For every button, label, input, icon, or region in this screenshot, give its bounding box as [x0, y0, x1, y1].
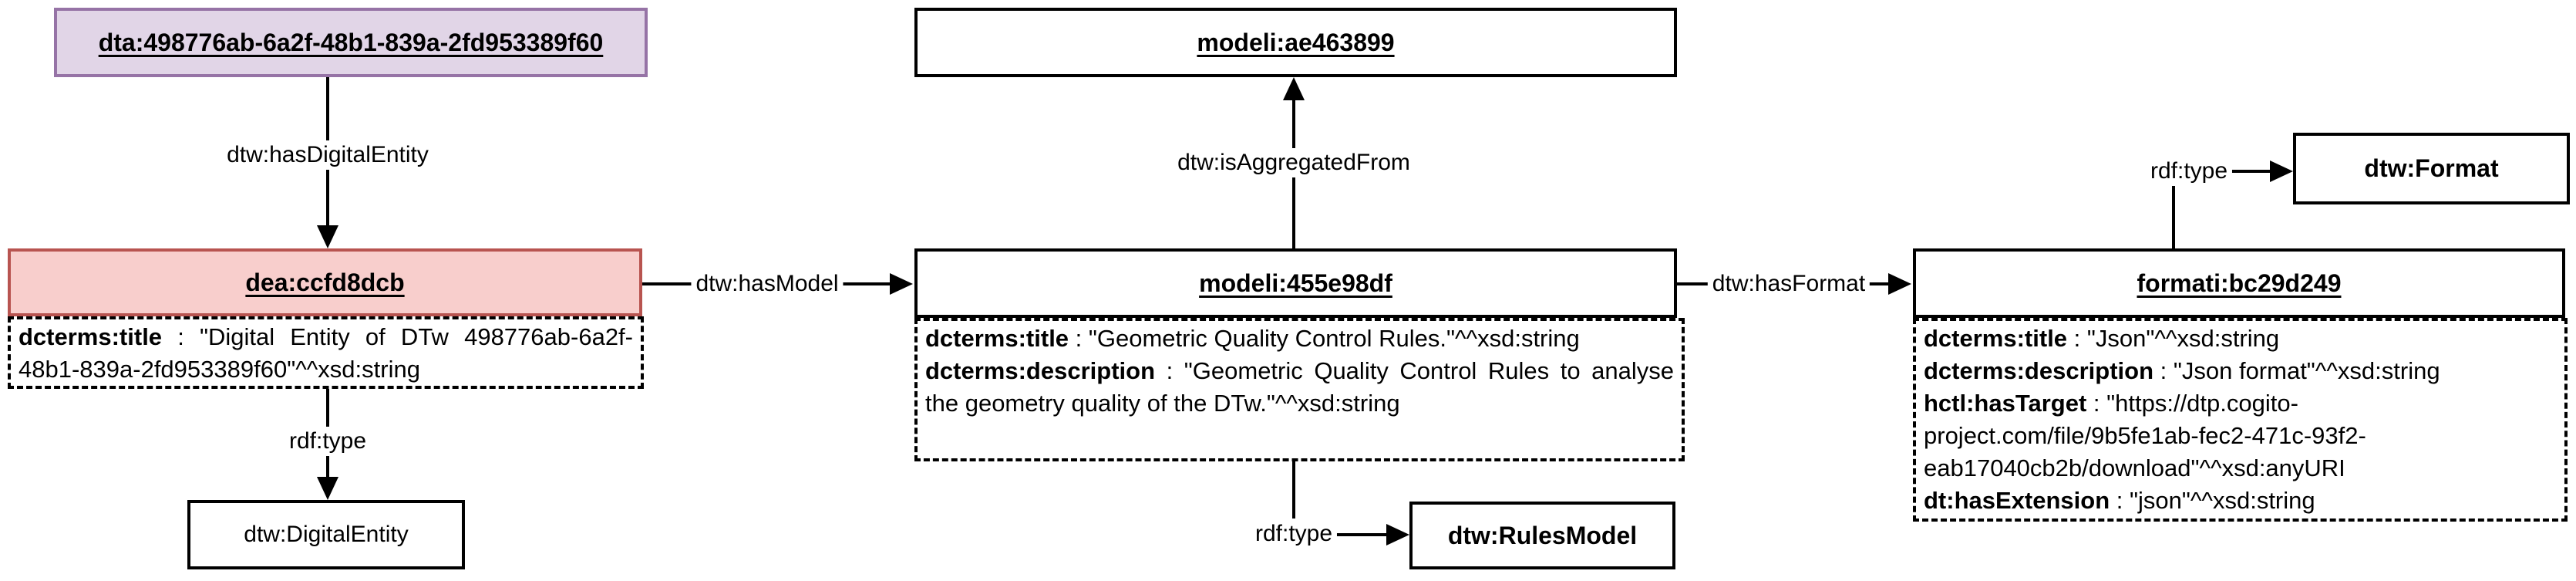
- arrowhead-down-icon: [317, 477, 338, 500]
- edge-rdf-type-middle-hline: [1294, 533, 1386, 536]
- arrowhead-right-icon: [890, 273, 913, 295]
- attribute-line: hctl:hasTarget : "https://dtp.cogito-pro…: [1924, 387, 2557, 485]
- node-dtw-rules-model[interactable]: dtw:RulesModel: [1409, 502, 1675, 569]
- node-title: modeli:ae463899: [1197, 29, 1395, 56]
- edge-label-has-model: dtw:hasModel: [691, 269, 844, 299]
- attribute-line: dcterms:description : "Geometric Quality…: [925, 355, 1674, 420]
- edge-label-has-digital-entity: dtw:hasDigitalEntity: [222, 140, 433, 170]
- attribute-key: dcterms:description: [925, 357, 1156, 384]
- arrowhead-down-icon: [317, 225, 338, 248]
- attribute-value: : "json"^^xsd:string: [2110, 487, 2315, 514]
- node-title: dtw:DigitalEntity: [244, 522, 409, 547]
- node-formati-attributes: dcterms:title : "Json"^^xsd:string dcter…: [1913, 318, 2568, 522]
- attribute-line: dcterms:title : "Digital Entity of DTw 4…: [19, 321, 633, 386]
- node-modeli-ae463899[interactable]: modeli:ae463899: [914, 8, 1677, 77]
- attribute-key: dt:hasExtension: [1924, 487, 2110, 514]
- attribute-value: : "Geometric Quality Control Rules to an…: [925, 357, 1674, 417]
- attribute-key: dcterms:title: [19, 323, 163, 350]
- attribute-line: dcterms:title : "Json"^^xsd:string: [1924, 323, 2557, 355]
- edge-label-rdf-type-left: rdf:type: [284, 427, 372, 456]
- edge-label-rdf-type-right: rdf:type: [2145, 157, 2233, 186]
- node-modeli-455e98df-attributes: dcterms:title : "Geometric Quality Contr…: [914, 318, 1685, 461]
- node-title: formati:bc29d249: [2137, 269, 2342, 297]
- arrowhead-right-icon: [1386, 524, 1409, 546]
- node-dta[interactable]: dta:498776ab-6a2f-48b1-839a-2fd953389f60: [54, 8, 648, 77]
- attribute-value: : "Json format"^^xsd:string: [2153, 357, 2440, 384]
- attribute-line: dcterms:title : "Geometric Quality Contr…: [925, 323, 1674, 355]
- node-title: dta:498776ab-6a2f-48b1-839a-2fd953389f60: [98, 29, 604, 56]
- edge-rdf-type-right-vline: [2172, 185, 2175, 248]
- attribute-key: dcterms:title: [925, 325, 1069, 352]
- node-title: dtw:RulesModel: [1447, 521, 1638, 549]
- arrowhead-up-icon: [1283, 77, 1305, 100]
- node-dea-attributes: dcterms:title : "Digital Entity of DTw 4…: [8, 316, 644, 389]
- attribute-value: : "Geometric Quality Control Rules."^^xs…: [1069, 325, 1580, 352]
- attribute-value: : "Json"^^xsd:string: [2067, 325, 2280, 352]
- attribute-line: dt:hasExtension : "json"^^xsd:string: [1924, 485, 2557, 517]
- arrowhead-right-icon: [1888, 273, 1911, 295]
- edge-label-rdf-type-middle: rdf:type: [1250, 519, 1338, 549]
- attribute-key: dcterms:description: [1924, 357, 2154, 384]
- attribute-key: dcterms:title: [1924, 325, 2068, 352]
- edge-label-has-format: dtw:hasFormat: [1707, 269, 1871, 299]
- node-dea[interactable]: dea:ccfd8dcb: [8, 248, 642, 316]
- attribute-key: hctl:hasTarget: [1924, 390, 2087, 417]
- node-dtw-digital-entity[interactable]: dtw:DigitalEntity: [187, 500, 465, 569]
- edge-rdf-type-middle-vline: [1292, 461, 1295, 519]
- arrowhead-right-icon: [2270, 160, 2293, 182]
- node-formati-bc29d249[interactable]: formati:bc29d249: [1913, 248, 2565, 318]
- node-title: dea:ccfd8dcb: [245, 269, 405, 296]
- attribute-value: : "Digital Entity of DTw 498776ab-6a2f-4…: [19, 323, 633, 383]
- edge-rdf-type-right-hline: [2219, 170, 2270, 173]
- attribute-value: : "https://dtp.cogito-project.com/file/9…: [1924, 390, 2366, 481]
- edge-label-is-aggregated-from: dtw:isAggregatedFrom: [1173, 148, 1415, 177]
- attribute-line: dcterms:description : "Json format"^^xsd…: [1924, 355, 2557, 387]
- node-title: dtw:Format: [2364, 154, 2499, 182]
- node-dtw-format[interactable]: dtw:Format: [2293, 133, 2570, 204]
- node-modeli-455e98df[interactable]: modeli:455e98df: [914, 248, 1677, 318]
- node-title: modeli:455e98df: [1199, 269, 1392, 297]
